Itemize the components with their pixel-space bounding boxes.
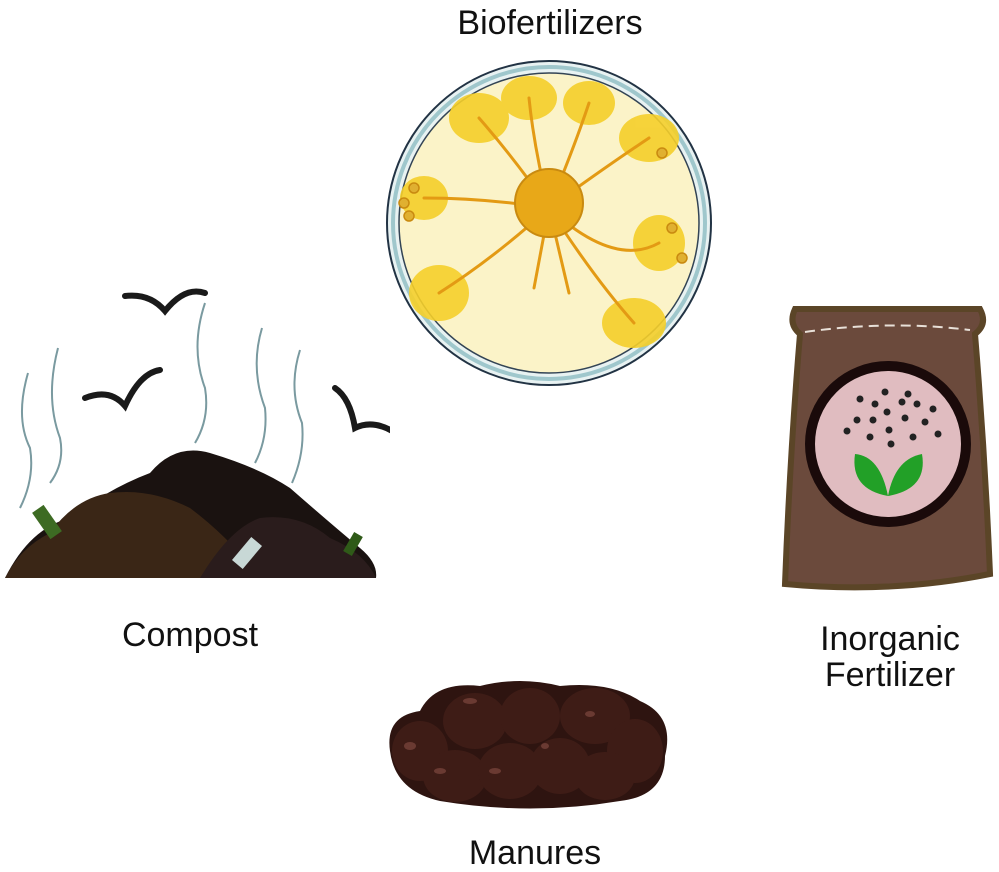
petri-dish-fungus-icon — [384, 58, 714, 388]
manures-label: Manures — [468, 834, 602, 872]
manure-pile-icon — [380, 676, 670, 811]
compost-label: Compost — [121, 616, 259, 654]
inorganic-fertilizer-label-line1: Inorganic — [820, 620, 960, 658]
compost-heap-icon — [0, 278, 390, 588]
inorganic-fertilizer-label-line2: Fertilizer — [824, 656, 956, 694]
biofertilizers-label: Biofertilizers — [457, 4, 643, 42]
fertilizer-bag-icon — [780, 304, 995, 594]
